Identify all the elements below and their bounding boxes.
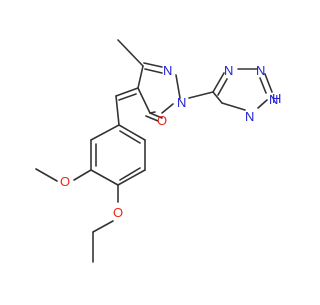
bond-n1-c5 xyxy=(161,103,174,114)
atom-label-o-methoxy: O xyxy=(60,174,70,189)
bond-c4-c3 xyxy=(137,65,144,89)
bond-n2-n1 xyxy=(175,74,181,99)
bond-c4-ch-double xyxy=(118,93,137,101)
bond-ar4-ar5 xyxy=(117,169,146,186)
atom-label-n2: N xyxy=(163,63,172,78)
atom-label-n1: N xyxy=(177,95,186,110)
bond-o-ch2 xyxy=(92,220,114,233)
bond-n1-ctet xyxy=(188,91,214,99)
bond-n3tet-nh xyxy=(257,99,268,109)
atom-label-o-carbonyl: O xyxy=(157,113,167,128)
bond-c5-c4 xyxy=(137,87,151,114)
tetrazole-ring xyxy=(188,68,273,111)
atom-label-n-tet-3: N xyxy=(269,92,278,107)
bond-n2tet-n3tet xyxy=(264,73,273,93)
bond-o-methyl xyxy=(35,168,58,182)
structure-canvas: N N N N N N H O O O xyxy=(35,39,281,263)
bond-ar1-ar2 xyxy=(90,124,120,141)
bond-ar-inner-3 xyxy=(119,130,141,144)
bond-c4-ch xyxy=(115,87,139,97)
pyrazolone-ring xyxy=(117,39,181,122)
bond-ch-aryl xyxy=(115,95,120,126)
bond-ar3-ar4 xyxy=(90,169,119,186)
bond-ar6-ar1 xyxy=(118,124,146,141)
bond-ctet-n1tet-double xyxy=(217,78,228,96)
atom-label-nh-tet: N xyxy=(245,109,254,124)
bond-c3-methyl xyxy=(117,39,144,67)
ethoxy-group xyxy=(92,184,119,263)
bond-c5-o xyxy=(149,112,163,119)
bond-c5-o-double-2 xyxy=(145,115,159,122)
bond-c3-n2-double xyxy=(144,68,163,74)
bond-nh-ctet xyxy=(221,102,246,111)
bond-n2tet-n3tet-double xyxy=(259,77,267,94)
atom-label-n-tet-2: N xyxy=(256,63,265,78)
bond-ctet-nh-side xyxy=(212,91,223,104)
bond-c3-n2 xyxy=(143,62,163,68)
bond-ctet-n1tet xyxy=(212,72,225,93)
molecule-structure-svg: N N N N N N H O O O xyxy=(35,39,281,263)
methoxy-group xyxy=(35,168,92,182)
atom-label-n-tet-1: N xyxy=(224,63,233,78)
atom-label-o-ethoxy: O xyxy=(113,205,123,220)
atom-labels: N N N N N N H O O O xyxy=(60,63,281,220)
atom-label-h-tet: H xyxy=(272,91,281,106)
benzylidene-linkage xyxy=(115,87,139,126)
benzene-ring xyxy=(90,124,146,186)
bond-ar-o-methoxy xyxy=(73,169,92,181)
bond-ar-inner-2 xyxy=(119,167,141,181)
